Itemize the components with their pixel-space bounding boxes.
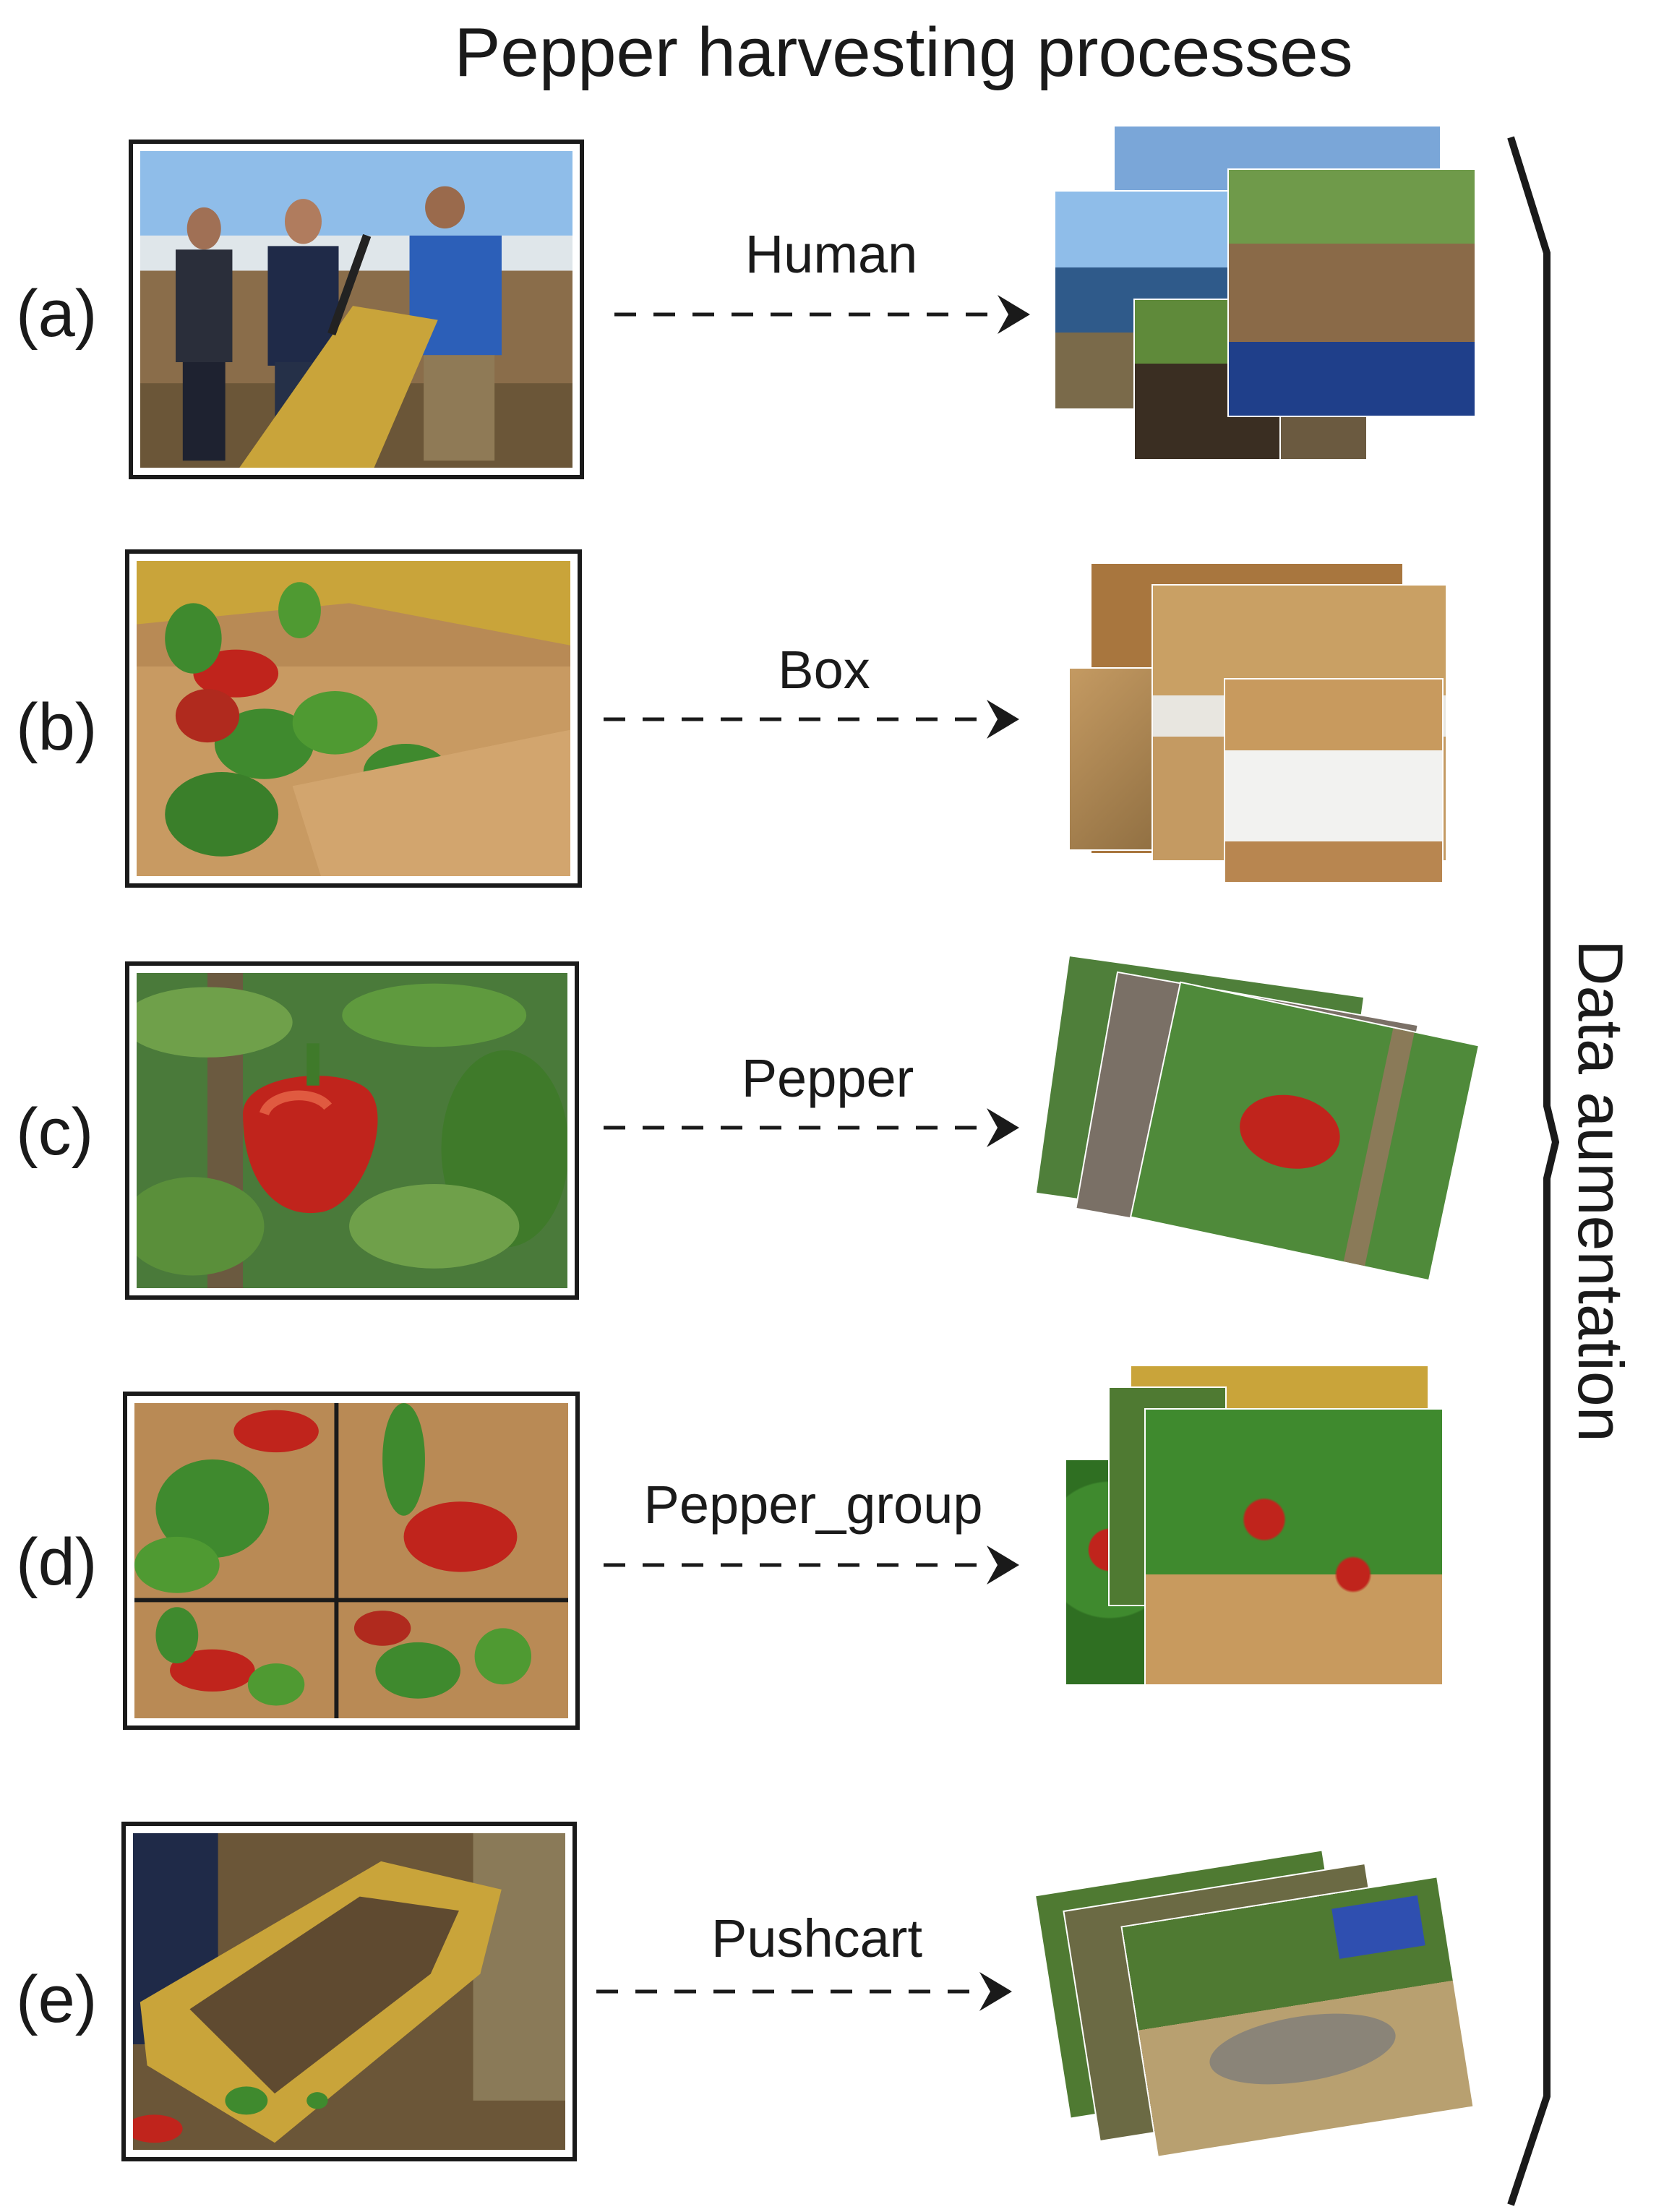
row-label-c: (c)	[16, 1095, 94, 1169]
augmented-stack-box	[1070, 564, 1446, 882]
source-image-human	[129, 140, 584, 479]
data-augmentation-label: Data aumentation	[1565, 940, 1637, 1442]
augmented-stack-pepper-group	[1066, 1366, 1442, 1692]
row-label-e: (e)	[16, 1963, 98, 2036]
class-label-box: Box	[778, 640, 870, 700]
arrow-e	[596, 1972, 1012, 2011]
pepper-photo	[137, 973, 567, 1288]
source-image-pepper	[125, 961, 579, 1300]
arrow-c	[604, 1108, 1019, 1147]
aug-card	[1225, 680, 1442, 882]
pepper-group-photo	[134, 1403, 568, 1718]
arrow-d	[604, 1546, 1019, 1585]
bracket-brace	[1507, 136, 1560, 2206]
source-image-pushcart	[121, 1822, 577, 2161]
class-label-pepper: Pepper	[741, 1048, 914, 1108]
figure-title: Pepper harvesting processes	[454, 14, 1353, 91]
row-label-a: (a)	[16, 277, 98, 351]
human-photo	[140, 151, 572, 468]
aug-card	[1229, 170, 1475, 416]
class-label-pepper-group: Pepper_group	[643, 1475, 983, 1535]
source-image-pepper-group	[123, 1392, 580, 1730]
class-label-pushcart: Pushcart	[711, 1908, 923, 1968]
pushcart-photo	[133, 1833, 565, 2150]
aug-card	[1131, 982, 1478, 1280]
aug-card	[1122, 1877, 1473, 2156]
box-photo	[137, 561, 570, 876]
augmented-stack-human	[1055, 127, 1475, 466]
augmented-stack-pepper	[1037, 956, 1478, 1287]
augmented-stack-pushcart	[1036, 1851, 1478, 2156]
arrow-a	[614, 295, 1030, 334]
source-image-box	[125, 549, 582, 888]
row-label-d: (d)	[16, 1525, 98, 1599]
arrow-b	[604, 700, 1019, 739]
row-label-b: (b)	[16, 690, 98, 764]
aug-card	[1146, 1410, 1442, 1684]
class-label-human: Human	[745, 224, 918, 284]
